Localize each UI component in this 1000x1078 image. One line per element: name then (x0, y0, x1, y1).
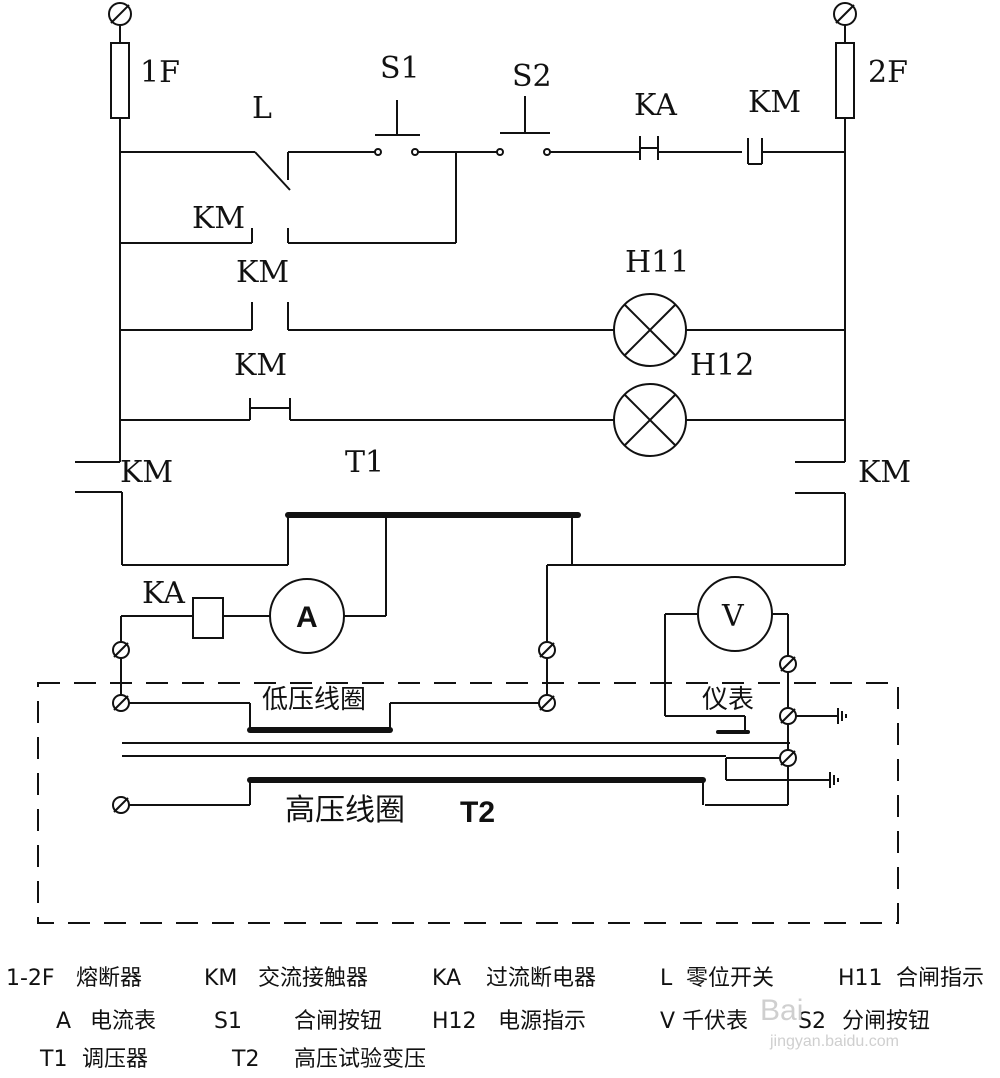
label-meter: 仪表 (702, 685, 754, 715)
lamp-h11 (613, 293, 687, 367)
label-voltmeter: V (721, 599, 745, 634)
ground-icon-1 (837, 708, 847, 724)
label-km-top: KM (748, 85, 801, 120)
contact-ka-top (623, 136, 742, 160)
label-ka-bottom: KA (142, 576, 185, 611)
label-t2: T2 (460, 796, 495, 829)
legend-s2: S2 (798, 1009, 826, 1034)
terminal-ka-1 (112, 641, 130, 659)
legend: 1-2F 熔断器 KM 交流接触器 KA 过流断电器 L 零位开关 H11 合闸… (6, 966, 984, 1072)
legend-kilovoltmeter: 千伏表 (682, 1009, 748, 1034)
label-km-h11: KM (236, 255, 289, 290)
label-s2: S2 (512, 59, 552, 94)
button-s1 (374, 100, 420, 156)
button-s2 (496, 96, 551, 156)
label-km-hold: KM (192, 201, 245, 236)
legend-overcurrent: 过流断电器 (486, 966, 596, 991)
terminal-v-3 (779, 749, 797, 767)
legend-ammeter: 电流表 (90, 1009, 156, 1034)
label-km-main-right: KM (858, 455, 911, 490)
legend-a: A (56, 1009, 71, 1034)
coil-km-top (747, 138, 845, 165)
terminal-v-2 (779, 707, 797, 725)
fuse-2f (835, 42, 855, 119)
label-h11: H11 (625, 245, 689, 280)
watermark-brand: Bai (760, 994, 803, 1027)
relay-ka-bottom (192, 597, 224, 639)
legend-contactor: 交流接触器 (258, 966, 368, 991)
legend-km: KM (204, 966, 237, 991)
ammeter: A (269, 578, 345, 654)
legend-ka: KA (432, 966, 461, 991)
terminal-ka-2 (112, 694, 130, 712)
terminal-v-1 (779, 655, 797, 673)
label-high-voltage-coil: 高压线圈 (285, 793, 405, 828)
label-km-h12: KM (234, 348, 287, 383)
legend-hv-transformer: 高压试验变压 (294, 1047, 426, 1072)
legend-v: V (660, 1009, 675, 1034)
label-ammeter: A (296, 601, 318, 634)
legend-l: L (660, 966, 673, 991)
label-low-voltage-coil: 低压线圈 (262, 685, 366, 715)
label-h12: H12 (690, 348, 754, 383)
legend-1-2f: 1-2F (6, 966, 55, 991)
label-ka-top: KA (634, 88, 677, 123)
label-l: L (252, 91, 272, 126)
label-s1: S1 (380, 51, 420, 86)
legend-h12: H12 (432, 1009, 477, 1034)
legend-fuse: 熔断器 (76, 966, 142, 991)
terminal-mid-2 (538, 694, 556, 712)
legend-open-button: 分闸按钮 (842, 1009, 930, 1034)
legend-s1: S1 (214, 1009, 242, 1034)
watermark-site: jingyan.baidu.com (769, 1033, 899, 1050)
legend-zero-switch: 零位开关 (686, 966, 774, 991)
ground-icon-2 (829, 772, 839, 788)
legend-h11: H11 (838, 966, 883, 991)
fuse-1f (110, 42, 130, 119)
legend-regulator: 调压器 (82, 1047, 148, 1072)
label-km-main-left: KM (120, 455, 173, 490)
terminal-hv (112, 796, 130, 814)
transformer-t2-enclosure (37, 682, 899, 924)
voltmeter: V (697, 576, 773, 652)
label-1f: 1F (140, 55, 180, 90)
label-2f: 2F (868, 55, 908, 90)
label-t1: T1 (345, 445, 384, 480)
legend-t1: T1 (39, 1047, 67, 1072)
legend-close-button: 合闸按钮 (294, 1009, 382, 1034)
terminal-left-top (108, 2, 132, 26)
terminal-mid-1 (538, 641, 556, 659)
legend-t2: T2 (231, 1047, 259, 1072)
legend-close-indicator: 合闸指示 (896, 966, 984, 991)
switch-l-blade (254, 151, 291, 191)
terminal-right-top (833, 2, 857, 26)
lamp-h12 (613, 383, 687, 457)
legend-power-indicator: 电源指示 (498, 1009, 586, 1034)
